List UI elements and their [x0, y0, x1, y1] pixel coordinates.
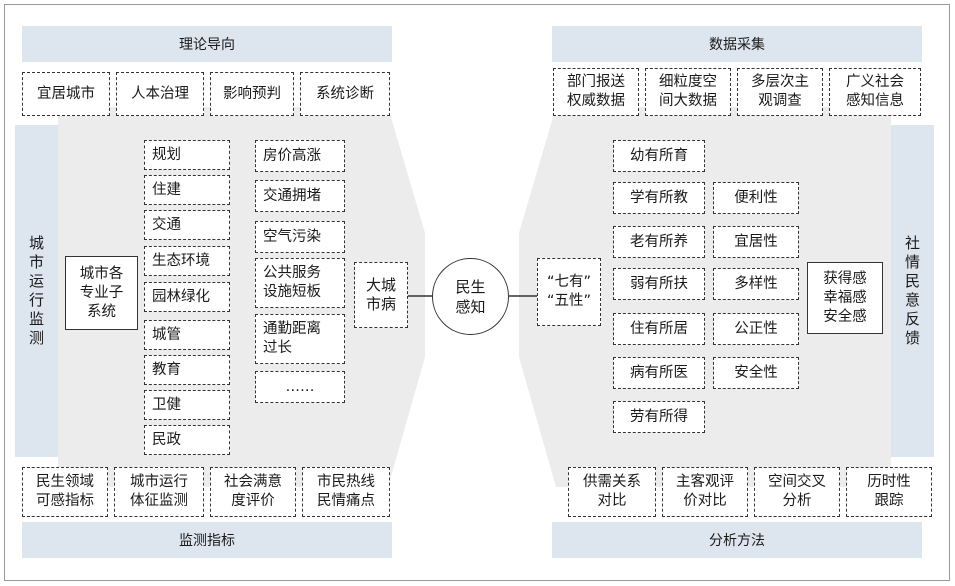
theory-header: 理论导向 [22, 26, 392, 62]
domain-item: 生态环境 [144, 246, 230, 276]
indicator-item: 城市运行 体征监测 [114, 467, 204, 517]
data-item: 细粒度空 间大数据 [645, 68, 731, 116]
seven-have-item: 幼有所育 [613, 140, 705, 172]
feelings-box: 获得感 幸福感 安全感 [807, 262, 883, 334]
method-item: 供需关系 对比 [568, 467, 656, 517]
data-collection-header: 数据采集 [552, 26, 922, 62]
problem-item: 公共服务 设施短板 [255, 258, 345, 308]
seven-have-item: 病有所医 [613, 357, 705, 389]
theory-item: 人本治理 [116, 72, 204, 116]
domain-item: 民政 [144, 425, 230, 455]
public-feedback-label: 社情民意反馈 [904, 234, 920, 347]
five-nature-item: 安全性 [713, 357, 799, 389]
theory-item: 宜居城市 [22, 72, 110, 116]
data-item: 广义社会 感知信息 [829, 68, 921, 116]
domain-item: 规划 [144, 140, 230, 170]
problem-item: 通勤距离 过长 [255, 314, 345, 364]
theory-item: 系统诊断 [300, 72, 390, 116]
indicator-header: 监测指标 [22, 522, 392, 558]
indicator-item: 市民热线 民情痛点 [302, 467, 390, 517]
problem-item-ellipsis: …… [255, 371, 345, 403]
method-item: 空间交叉 分析 [754, 467, 840, 517]
problem-item: 空气污染 [255, 221, 345, 253]
theory-item: 影响预判 [210, 72, 294, 116]
city-monitoring-band: 城市运行监测 [15, 125, 58, 457]
domain-item: 卫健 [144, 390, 230, 420]
seven-have-item: 老有所养 [613, 226, 705, 258]
indicator-item: 民生领域 可感指标 [22, 467, 108, 517]
domain-item: 教育 [144, 355, 230, 385]
public-feedback-band: 社情民意反馈 [891, 125, 934, 457]
figure-frame [4, 4, 950, 581]
method-header: 分析方法 [552, 522, 922, 558]
center-circle: 民生 感知 [432, 258, 509, 335]
indicator-item: 社会满意 度评价 [210, 467, 296, 517]
five-nature-item: 公正性 [713, 313, 799, 345]
problem-item: 交通拥堵 [255, 180, 345, 212]
seven-have-item: 劳有所得 [613, 401, 705, 433]
method-item: 历时性 跟踪 [846, 467, 932, 517]
seven-have-item: 住有所居 [613, 313, 705, 345]
seven-have-item: 弱有所扶 [613, 268, 705, 300]
urban-disease-box: 大城 市病 [354, 262, 408, 328]
domain-item: 住建 [144, 175, 230, 205]
domain-item: 交通 [144, 210, 230, 240]
problem-item: 房价高涨 [255, 140, 345, 172]
theory-header-label: 理论导向 [179, 37, 235, 53]
data-collection-header-label: 数据采集 [709, 37, 765, 53]
five-nature-item: 宜居性 [713, 226, 799, 258]
city-monitoring-label: 城市运行监测 [28, 234, 44, 347]
subsystem-box: 城市各 专业子 系统 [65, 256, 138, 330]
data-item: 部门报送 权威数据 [553, 68, 639, 116]
five-nature-item: 多样性 [713, 268, 799, 300]
seven-five-box: “七有” “五性” [537, 258, 601, 326]
method-header-label: 分析方法 [709, 533, 765, 549]
domain-item: 园林绿化 [144, 282, 230, 312]
data-item: 多层次主 观调查 [737, 68, 823, 116]
seven-have-item: 学有所教 [613, 182, 705, 214]
five-nature-item: 便利性 [713, 182, 799, 214]
domain-item: 城管 [144, 320, 230, 350]
indicator-header-label: 监测指标 [179, 533, 235, 549]
method-item: 主客观评 价对比 [662, 467, 748, 517]
